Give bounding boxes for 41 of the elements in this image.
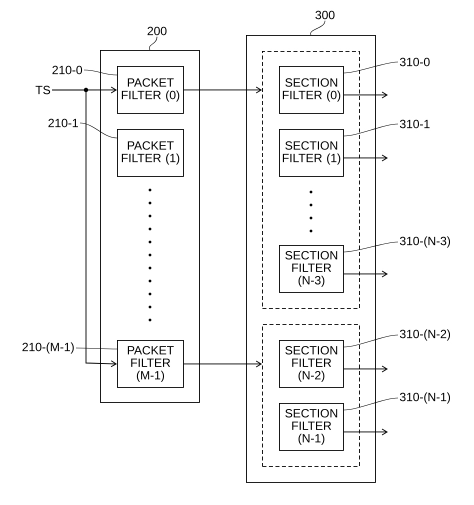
leader-line — [344, 334, 398, 348]
group-box — [262, 324, 360, 467]
filter-box: SECTION FILTER (1) — [279, 129, 344, 177]
leader-line — [80, 122, 118, 138]
arrow — [343, 270, 388, 278]
leader-line — [149, 36, 158, 50]
arrow — [343, 92, 388, 98]
arrow — [183, 86, 262, 94]
filter-box: SECTION FILTER (N-2) — [279, 340, 344, 388]
filter-box: SECTION FILTER (N-1) — [279, 403, 344, 451]
filter-box: SECTION FILTER (0) — [279, 66, 344, 114]
leader-line — [344, 124, 398, 136]
arrow — [343, 428, 388, 436]
arrow — [183, 360, 262, 368]
filter-box: PACKET FILTER (0) — [117, 66, 184, 114]
reference-numeral: 310-(N-3) — [400, 236, 450, 248]
leader-line — [344, 62, 398, 74]
reference-numeral: 300 — [315, 10, 335, 20]
filter-box: PACKET FILTER (1) — [117, 129, 184, 177]
reference-numeral: 210-(M-1) — [22, 342, 74, 354]
leader-line — [344, 242, 398, 252]
reference-numeral: 210-0 — [52, 66, 82, 74]
module-box — [246, 35, 376, 483]
reference-numeral: 310-(N-2) — [400, 329, 450, 341]
leader-line — [84, 70, 118, 76]
leader-line — [344, 398, 398, 410]
reference-numeral: 310-(N-1) — [400, 392, 450, 404]
arrow — [52, 90, 117, 368]
filter-box: SECTION FILTER (N-3) — [279, 245, 344, 293]
leader-line — [76, 348, 118, 350]
group-box — [262, 51, 360, 309]
arrow — [343, 366, 388, 372]
module-box — [100, 50, 200, 403]
reference-numeral: 310-1 — [400, 120, 430, 128]
reference-numeral: 200 — [148, 26, 167, 36]
signal-label: TS — [36, 86, 50, 94]
leader-line — [310, 20, 326, 36]
arrow — [343, 154, 388, 162]
filter-box: PACKET FILTER (M-1) — [117, 340, 184, 388]
reference-numeral: 210-1 — [48, 118, 78, 128]
reference-numeral: 310-0 — [400, 58, 430, 66]
